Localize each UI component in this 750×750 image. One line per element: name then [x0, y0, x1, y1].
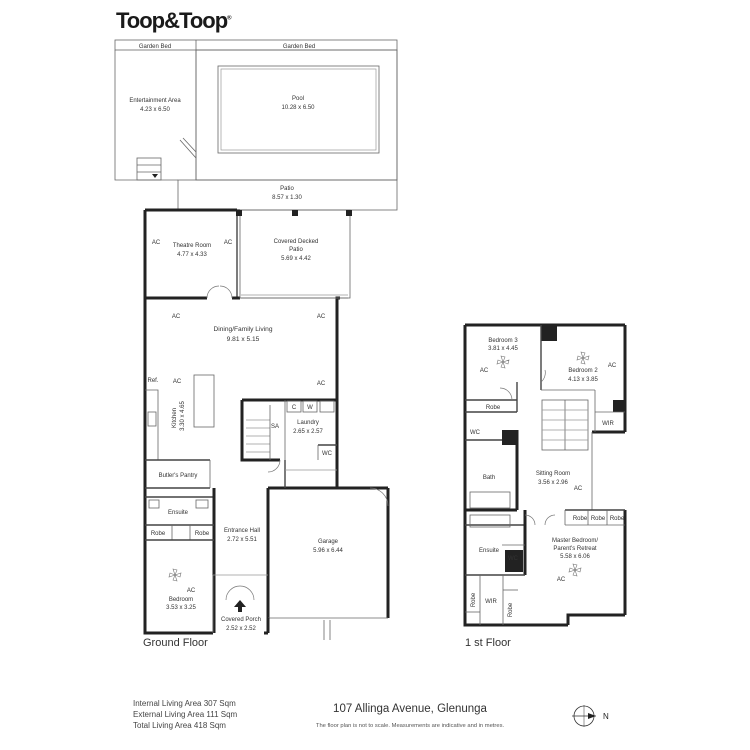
first-floor-labels: Bedroom 3 3.81 x 4.45 Bedroom 2 4.13 x 3…	[470, 338, 625, 617]
room-label-bedroom: Bedroom	[169, 597, 193, 603]
kitchen-island	[193, 374, 215, 428]
ac-label: AC	[172, 314, 181, 320]
room-dims-bedroom2: 4.13 x 3.85	[568, 377, 598, 383]
ground-floor-walls	[143, 208, 390, 640]
room-dims-theatre: 4.77 x 4.33	[177, 252, 207, 258]
laundry-c-label: C	[292, 405, 297, 411]
compass-icon	[572, 705, 596, 727]
wir-b2-label: WIR	[602, 421, 614, 427]
ac-label: AC	[317, 381, 326, 387]
robe-left-label: Robe	[151, 531, 166, 537]
wir-master-label: WIR	[485, 599, 497, 605]
robe-v2-label: Robe	[508, 602, 514, 617]
outdoor-area: Garden Bed Garden Bed Entertainment Area…	[114, 39, 398, 211]
ground-floor-title: Ground Floor	[143, 637, 208, 649]
room-dims-decked-patio: 5.69 x 4.42	[281, 256, 311, 262]
robe-v1-label: Robe	[471, 592, 477, 607]
internal-area: Internal Living Area 307 Sqm	[133, 699, 236, 708]
ac-label: AC	[574, 486, 583, 492]
room-label-bedroom2: Bedroom 2	[568, 368, 598, 374]
room-label-ensuite: Ensuite	[168, 510, 189, 516]
brand-logo: Toop&Toop®	[116, 8, 232, 34]
first-floor-walls	[463, 323, 627, 627]
room-label-bath: Bath	[483, 475, 495, 481]
garden-bed-left-label: Garden Bed	[139, 44, 171, 50]
pool-surround	[195, 49, 398, 181]
robe3-label: Robe	[610, 516, 625, 522]
room-label-patio: Patio	[280, 186, 294, 192]
room-label-kitchen: Kitchen	[172, 408, 178, 428]
steps-icon	[136, 157, 162, 181]
ac-label: AC	[480, 368, 489, 374]
robe2-label: Robe	[591, 516, 606, 522]
room-dims-garage: 5.96 x 6.44	[313, 548, 343, 554]
brand-name: Toop&Toop	[116, 8, 228, 33]
property-address: 107 Allinga Avenue, Glenunga	[333, 703, 487, 715]
robe-right-label: Robe	[195, 531, 210, 537]
external-area: External Living Area 111 Sqm	[133, 710, 238, 719]
first-floor-title: 1 st Floor	[465, 637, 511, 649]
room-dims-bedroom: 3.53 x 3.25	[166, 605, 196, 611]
stairs-ground	[246, 405, 271, 460]
entry-arrow-icon	[234, 600, 246, 612]
room-label-decked-patio-2: Patio	[289, 247, 303, 253]
disclaimer: The floor plan is not to scale. Measurem…	[315, 723, 505, 729]
room-dims-dining: 9.81 x 5.15	[227, 336, 260, 343]
ceiling-fan-icon	[168, 568, 182, 582]
room-dims-entertainment: 4.23 x 6.50	[140, 107, 170, 113]
room-label-garage: Garage	[318, 539, 339, 545]
robe1-label: Robe	[573, 516, 588, 522]
pool-outline	[217, 65, 380, 154]
room-label-pool: Pool	[292, 96, 304, 102]
area-summary: Internal Living Area 307 Sqm External Li…	[133, 698, 237, 731]
ref-label: Ref.	[147, 378, 158, 384]
room-label-sitting: Sitting Room	[536, 471, 570, 477]
ceiling-fan-icon	[576, 351, 590, 365]
total-area: Total Living Area 418 Sqm	[133, 721, 226, 730]
room-dims-kitchen: 3.30 x 4.65	[180, 400, 186, 430]
room-label-decked-patio-1: Covered Decked	[274, 239, 319, 245]
room-label-porch: Covered Porch	[221, 617, 261, 623]
room-dims-porch: 2.52 x 2.52	[226, 626, 256, 632]
room-label-entrance: Entrance Hall	[224, 528, 260, 534]
room-label-entertainment: Entertainment Area	[129, 98, 181, 104]
laundry-w-label: W	[307, 405, 313, 411]
wc-first-label: WC	[470, 430, 481, 436]
ac-label: AC	[557, 577, 566, 583]
ac-label: AC	[152, 240, 161, 246]
room-label-dining: Dining/Family Living	[214, 326, 273, 333]
room-dims-pool: 10.28 x 6.50	[281, 105, 315, 111]
ac-label: AC	[317, 314, 326, 320]
ac-label: AC	[187, 588, 196, 594]
room-label-butlers: Butler's Pantry	[159, 473, 198, 479]
ceiling-fan-icon	[496, 355, 510, 369]
ac-label: AC	[224, 240, 233, 246]
room-dims-sitting: 3.56 x 2.96	[538, 480, 568, 486]
ceiling-fan-icon	[568, 563, 582, 577]
north-label: N	[603, 712, 609, 721]
sa-label: SA	[271, 424, 279, 430]
ac-label: AC	[173, 379, 182, 385]
room-label-ensuite-first: Ensuite	[479, 548, 500, 554]
room-dims-patio: 8.57 x 1.30	[272, 195, 302, 201]
registered-mark: ®	[227, 15, 232, 22]
wc-ensuite-label: WC	[508, 556, 519, 562]
room-dims-entrance: 2.72 x 5.51	[227, 537, 257, 543]
garden-bed-right-label: Garden Bed	[283, 44, 315, 50]
ground-floor-labels: Theatre Room 4.77 x 4.33 Covered Decked …	[147, 239, 343, 632]
room-label-laundry: Laundry	[297, 420, 319, 426]
stairs-first	[541, 399, 589, 451]
room-label-theatre: Theatre Room	[173, 243, 211, 249]
wc-label: WC	[322, 451, 333, 457]
room-dims-master: 5.58 x 6.06	[560, 554, 590, 560]
room-label-master-1: Master Bedroom/	[552, 538, 598, 544]
room-label-bedroom3: Bedroom 3	[488, 338, 518, 344]
room-dims-bedroom3: 3.81 x 4.45	[488, 346, 518, 352]
ac-label: AC	[608, 363, 617, 369]
room-dims-laundry: 2.65 x 2.57	[293, 429, 323, 435]
room-label-master-2: Parent's Retreat	[553, 546, 596, 552]
robe-b3-label: Robe	[486, 405, 501, 411]
